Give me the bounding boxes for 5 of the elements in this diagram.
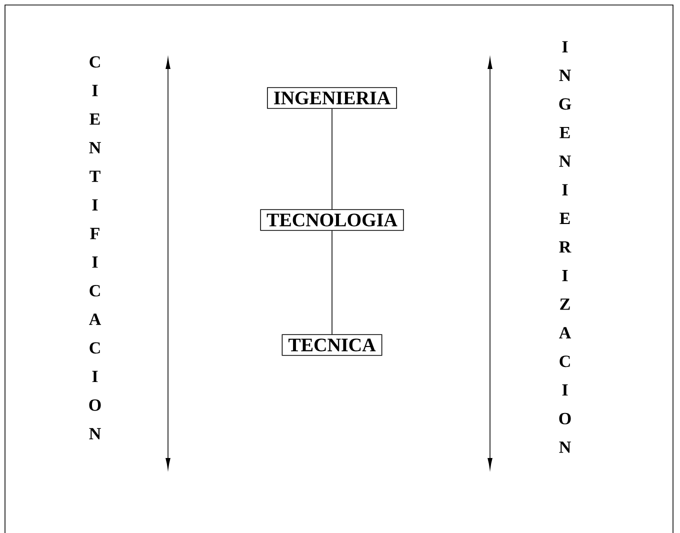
vertical-label: INGENIERIZACION <box>559 41 572 453</box>
term-box: TECNOLOGIA <box>260 209 404 231</box>
term-box: TECNICA <box>282 334 382 356</box>
vertical-label: CIENTIFICACION <box>89 56 102 440</box>
term-box: INGENIERIA <box>267 87 397 109</box>
